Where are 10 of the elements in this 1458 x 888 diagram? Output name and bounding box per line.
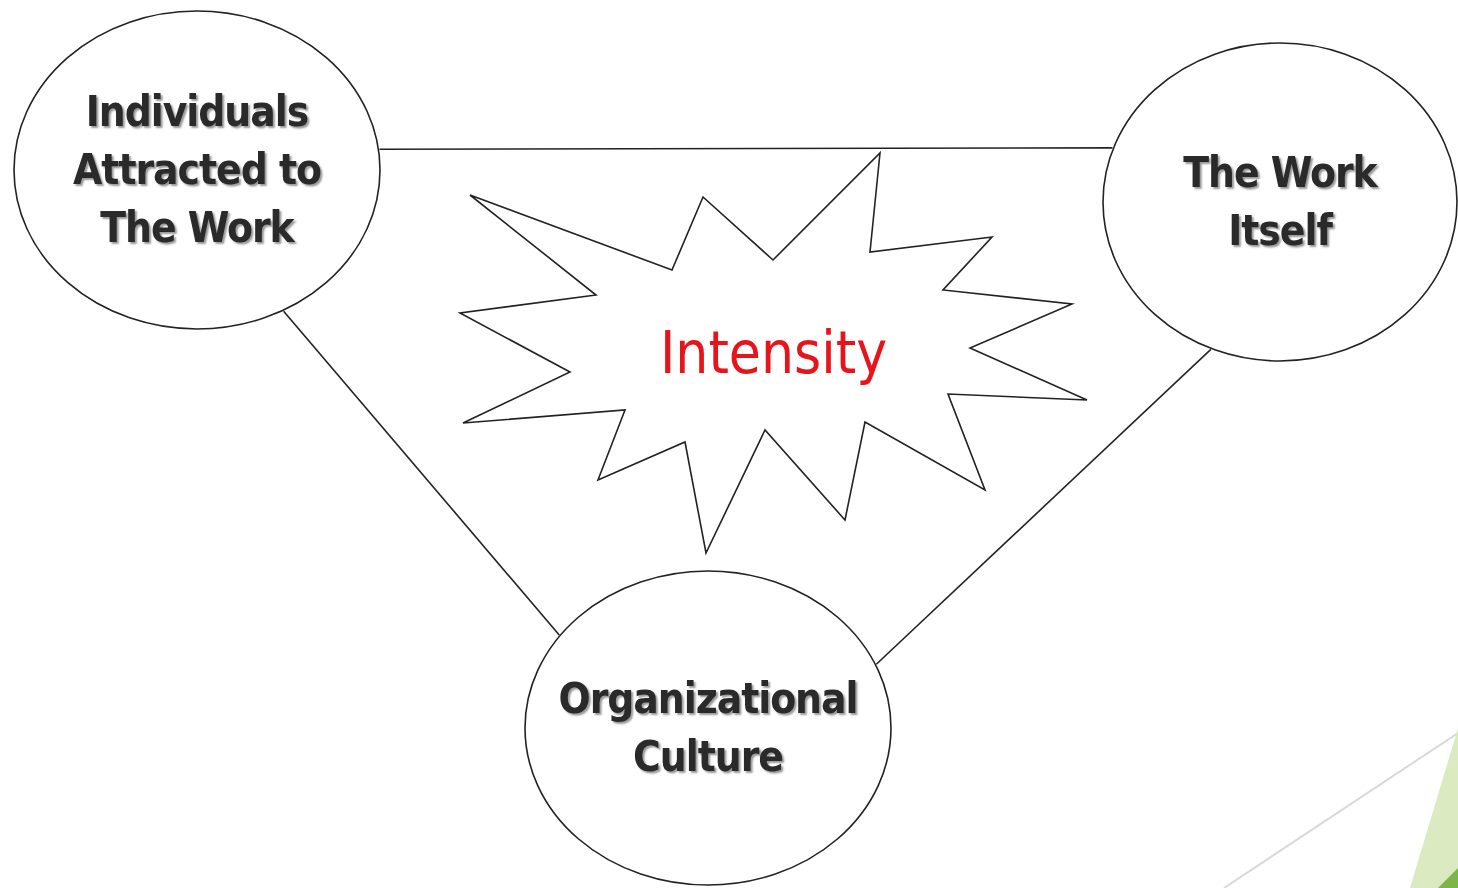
node-label: Organizational Culture <box>557 673 859 783</box>
node-label: The Work Itself <box>1182 147 1379 257</box>
ellipse-node <box>1102 42 1458 362</box>
ellipse-node <box>13 10 381 330</box>
node-label: Individuals Attracted to The Work <box>72 86 322 254</box>
connector-line <box>875 348 1212 666</box>
ellipse-node <box>524 570 892 886</box>
connector-line <box>378 147 1114 150</box>
connector-line <box>282 310 561 636</box>
starburst-shape <box>460 153 1087 553</box>
